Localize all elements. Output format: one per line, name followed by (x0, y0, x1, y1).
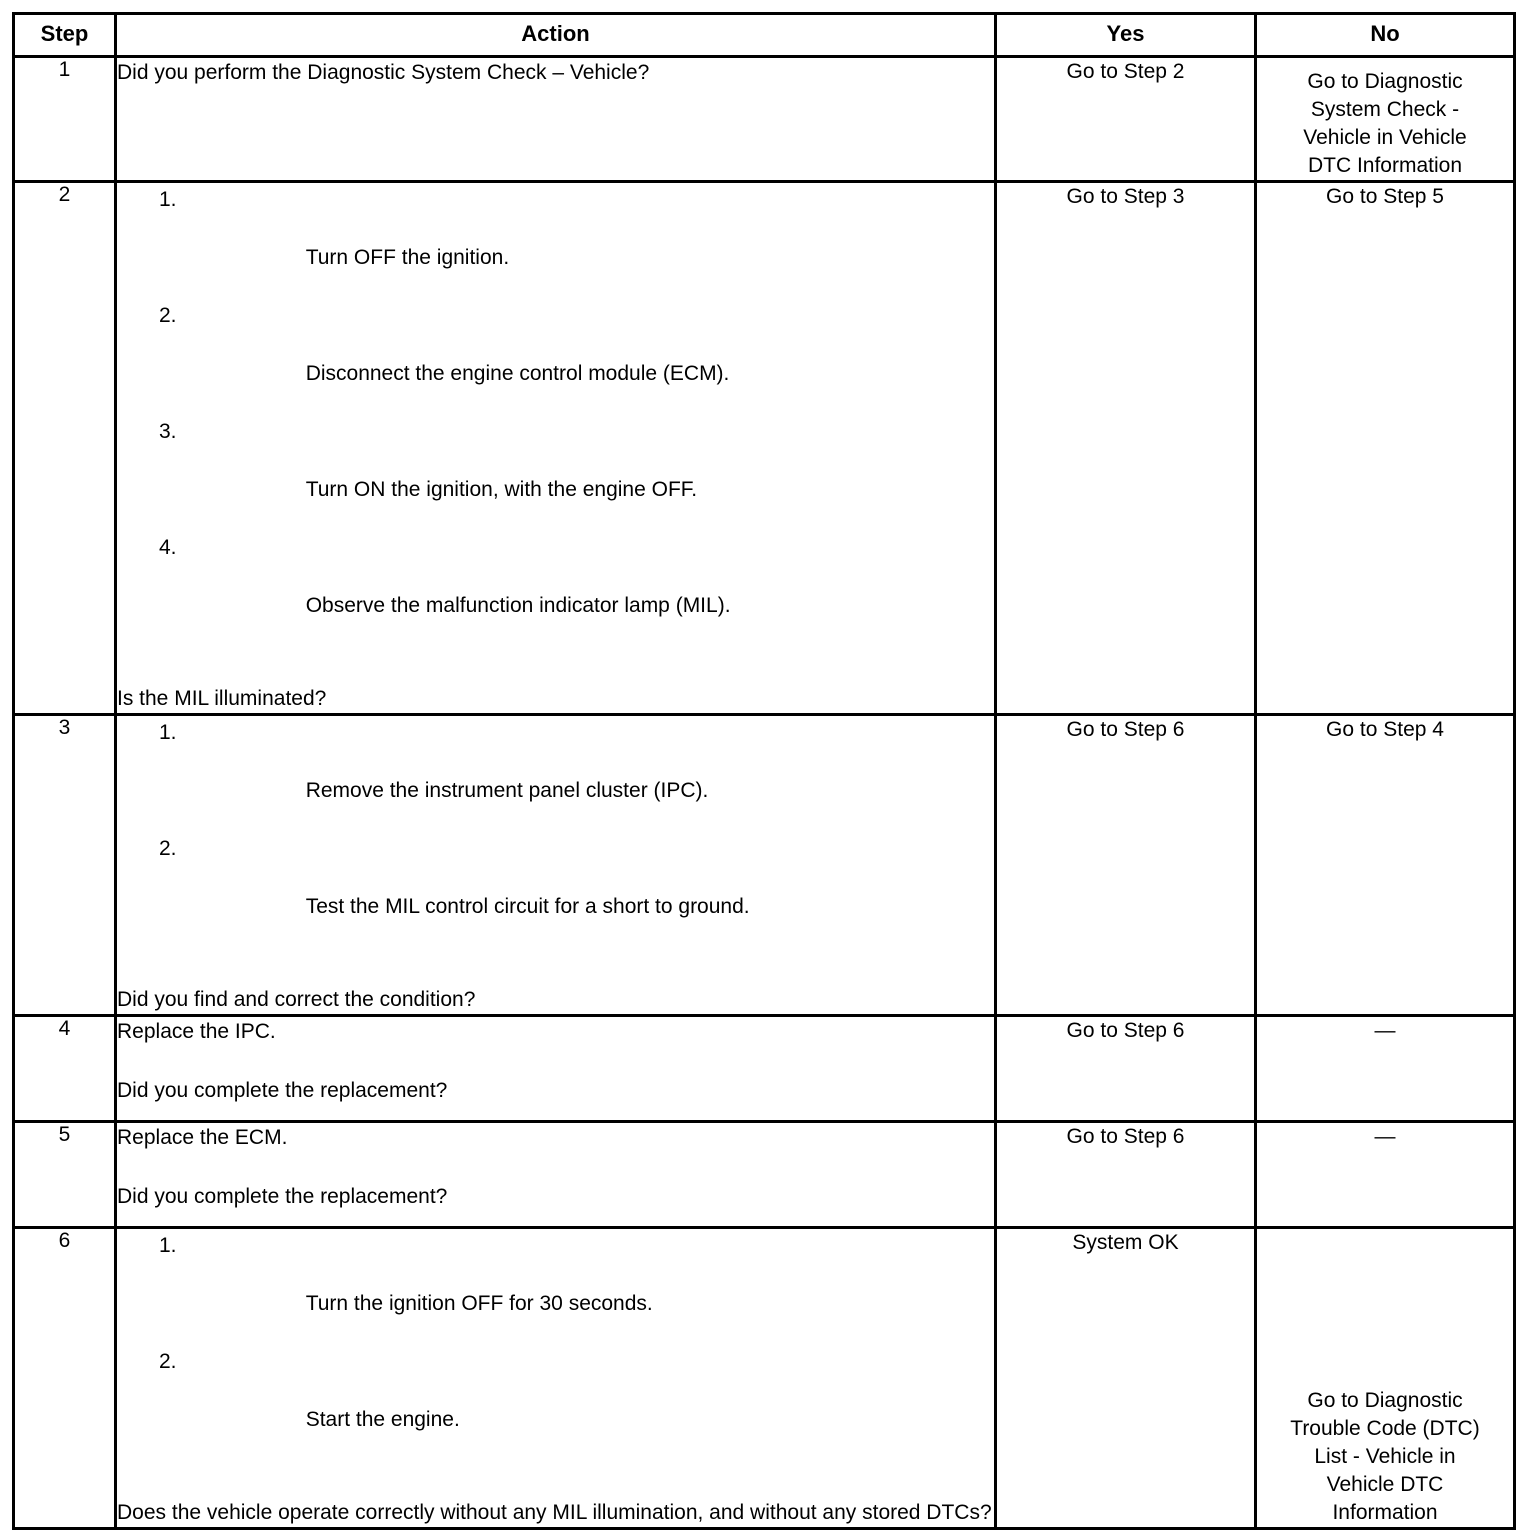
action-content: 1. Turn OFF the ignition. 2. Disconnect … (114, 180, 997, 716)
answer-no: Go to Step 4 (1254, 713, 1516, 1017)
list-item-number: 1. (159, 1234, 177, 1257)
diagnostic-procedure-table: Step Action Yes No 1 Did you perform the… (12, 12, 1516, 1530)
table-row: 2 1. Turn OFF the ignition. 2. Disconnec… (12, 180, 1516, 716)
action-content: 1. Turn the ignition OFF for 30 seconds.… (114, 1226, 997, 1530)
answer-yes: System OK (994, 1226, 1257, 1530)
answer-yes: Go to Step 3 (994, 180, 1257, 716)
list-item-number: 1. (159, 721, 177, 744)
answer-yes-text: Go to Step 6 (1066, 1125, 1185, 1148)
action-question-text: Did you complete the replacement? (117, 1185, 448, 1208)
action-question-text: Did you complete the replacement? (117, 1079, 448, 1102)
list-item-number: 4. (159, 536, 177, 559)
step-number: 1 (12, 55, 117, 183)
answer-yes: Go to Step 6 (994, 1120, 1257, 1229)
spacer (117, 1152, 994, 1182)
spacer (117, 649, 994, 684)
table-header-row: Step Action Yes No (12, 12, 1516, 58)
table-row: 4 Replace the IPC. Did you complete the … (12, 1014, 1516, 1123)
action-list-item: 1. Turn OFF the ignition. (117, 185, 994, 301)
action-intro-text: Replace the ECM. (117, 1126, 288, 1149)
action-intro-text: Replace the IPC. (117, 1020, 276, 1043)
action-list-item: 2. Test the MIL control circuit for a sh… (117, 834, 994, 950)
list-item-text: Start the engine. (305, 1408, 460, 1431)
step-number: 6 (12, 1226, 117, 1530)
action-list-item: 3. Turn ON the ignition, with the engine… (117, 417, 994, 533)
list-item-number: 2. (159, 1350, 177, 1373)
action-content: Did you perform the Diagnostic System Ch… (114, 55, 997, 183)
answer-no: — (1254, 1120, 1516, 1229)
action-content: 1. Remove the instrument panel cluster (… (114, 713, 997, 1017)
action-intro-text: Did you perform the Diagnostic System Ch… (117, 61, 650, 84)
answer-no-text: Go to Diagnostic System Check - Vehicle … (1303, 70, 1467, 177)
spacer (117, 950, 994, 985)
page-root: Step Action Yes No 1 Did you perform the… (12, 12, 1516, 1530)
list-item-text: Turn the ignition OFF for 30 seconds. (305, 1292, 653, 1315)
list-item-text: Observe the malfunction indicator lamp (… (305, 594, 731, 617)
list-item-number: 1. (159, 188, 177, 211)
column-header-no: No (1254, 12, 1516, 58)
step-number: 4 (12, 1014, 117, 1123)
answer-yes-text: Go to Step 3 (1066, 185, 1185, 208)
column-header-yes: Yes (994, 12, 1257, 58)
answer-no-text: — (1374, 1019, 1396, 1042)
action-step-list: 1. Turn OFF the ignition. 2. Disconnect … (117, 185, 994, 649)
answer-no-text: Go to Diagnostic Trouble Code (DTC) List… (1290, 1389, 1480, 1524)
column-header-step: Step (12, 12, 117, 58)
answer-yes-text: Go to Step 2 (1066, 60, 1185, 83)
action-question-text: Does the vehicle operate correctly witho… (117, 1501, 992, 1524)
answer-yes-text: System OK (1072, 1231, 1179, 1254)
answer-yes: Go to Step 6 (994, 713, 1257, 1017)
action-list-item: 4. Observe the malfunction indicator lam… (117, 533, 994, 649)
list-item-text: Disconnect the engine control module (EC… (305, 362, 730, 385)
action-list-item: 2. Disconnect the engine control module … (117, 301, 994, 417)
action-list-item: 2. Start the engine. (117, 1347, 994, 1463)
answer-no: — (1254, 1014, 1516, 1123)
action-list-item: 1. Remove the instrument panel cluster (… (117, 718, 994, 834)
list-item-text: Test the MIL control circuit for a short… (305, 895, 750, 918)
table-row: 1 Did you perform the Diagnostic System … (12, 55, 1516, 183)
action-content: Replace the IPC. Did you complete the re… (114, 1014, 997, 1123)
list-item-number: 2. (159, 837, 177, 860)
answer-yes-text: Go to Step 6 (1066, 1019, 1185, 1042)
table-row: 3 1. Remove the instrument panel cluster… (12, 713, 1516, 1017)
step-number: 5 (12, 1120, 117, 1229)
answer-no: Go to Diagnostic Trouble Code (DTC) List… (1254, 1226, 1516, 1530)
action-list-item: 1. Turn the ignition OFF for 30 seconds. (117, 1231, 994, 1347)
list-item-number: 2. (159, 304, 177, 327)
action-question-text: Is the MIL illuminated? (117, 687, 327, 710)
list-item-text: Turn ON the ignition, with the engine OF… (305, 478, 698, 501)
spacer (117, 1046, 994, 1076)
answer-no: Go to Diagnostic System Check - Vehicle … (1254, 55, 1516, 183)
step-number: 3 (12, 713, 117, 1017)
answer-no: Go to Step 5 (1254, 180, 1516, 716)
step-number: 2 (12, 180, 117, 716)
answer-yes-text: Go to Step 6 (1066, 718, 1185, 741)
answer-no-text: Go to Step 5 (1326, 185, 1444, 208)
spacer (117, 1463, 994, 1498)
answer-no-text: — (1374, 1125, 1396, 1148)
list-item-text: Turn OFF the ignition. (305, 246, 510, 269)
table-row: 5 Replace the ECM. Did you complete the … (12, 1120, 1516, 1229)
action-step-list: 1. Turn the ignition OFF for 30 seconds.… (117, 1231, 994, 1463)
table-row: 6 1. Turn the ignition OFF for 30 second… (12, 1226, 1516, 1530)
answer-yes: Go to Step 6 (994, 1014, 1257, 1123)
answer-yes: Go to Step 2 (994, 55, 1257, 183)
action-content: Replace the ECM. Did you complete the re… (114, 1120, 997, 1229)
list-item-text: Remove the instrument panel cluster (IPC… (305, 779, 709, 802)
action-question-text: Did you find and correct the condition? (117, 988, 476, 1011)
list-item-number: 3. (159, 420, 177, 443)
column-header-action: Action (114, 12, 997, 58)
action-step-list: 1. Remove the instrument panel cluster (… (117, 718, 994, 950)
answer-no-text: Go to Step 4 (1326, 718, 1444, 741)
